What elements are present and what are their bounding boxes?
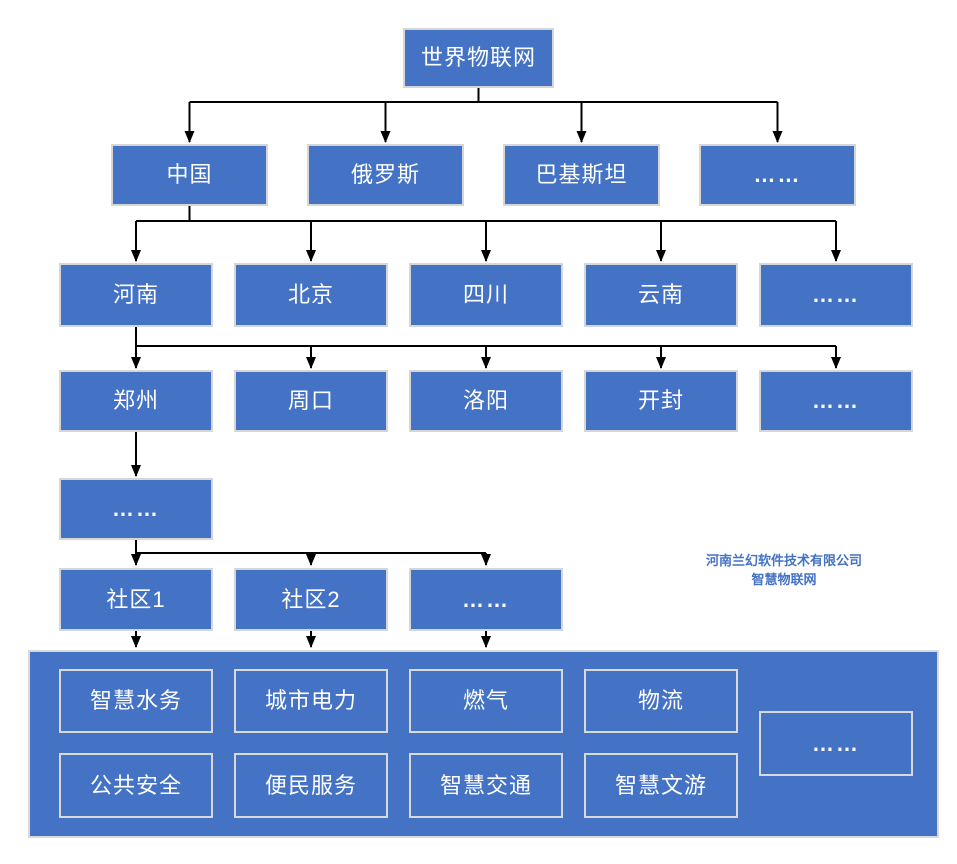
node-country-pakistan: 巴基斯坦 bbox=[503, 144, 660, 206]
service-public-safety: 公共安全 bbox=[59, 753, 213, 818]
service-smart-tourism: 智慧文游 bbox=[584, 753, 738, 818]
service-city-power: 城市电力 bbox=[234, 669, 388, 733]
node-country-china: 中国 bbox=[111, 144, 268, 206]
node-community-1: 社区1 bbox=[59, 568, 213, 631]
node-province-beijing: 北京 bbox=[234, 263, 388, 327]
node-community-more: …… bbox=[409, 568, 563, 631]
service-smart-water: 智慧水务 bbox=[59, 669, 213, 733]
service-gas: 燃气 bbox=[409, 669, 563, 733]
node-country-more: …… bbox=[699, 144, 856, 206]
node-community-2: 社区2 bbox=[234, 568, 388, 631]
node-world-iot: 世界物联网 bbox=[403, 28, 554, 88]
node-country-russia: 俄罗斯 bbox=[307, 144, 464, 206]
node-city-luoyang: 洛阳 bbox=[409, 370, 563, 432]
node-province-yunnan: 云南 bbox=[584, 263, 738, 327]
node-province-sichuan: 四川 bbox=[409, 263, 563, 327]
node-province-henan: 河南 bbox=[59, 263, 213, 327]
node-district-more: …… bbox=[59, 478, 213, 540]
service-smart-traffic: 智慧交通 bbox=[409, 753, 563, 818]
services-panel: 智慧水务 城市电力 燃气 物流 公共安全 便民服务 智慧交通 智慧文游 …… bbox=[28, 650, 939, 838]
node-city-zhoukou: 周口 bbox=[234, 370, 388, 432]
node-city-more: …… bbox=[759, 370, 913, 432]
watermark-product: 智慧物联网 bbox=[751, 572, 817, 587]
node-province-more: …… bbox=[759, 263, 913, 327]
service-logistics: 物流 bbox=[584, 669, 738, 733]
watermark-company: 河南兰幻软件技术有限公司 bbox=[705, 553, 862, 568]
node-city-zhengzhou: 郑州 bbox=[59, 370, 213, 432]
watermark: 河南兰幻软件技术有限公司 智慧物联网 bbox=[664, 551, 904, 589]
service-convenience: 便民服务 bbox=[234, 753, 388, 818]
node-city-kaifeng: 开封 bbox=[584, 370, 738, 432]
service-more: …… bbox=[759, 711, 913, 776]
